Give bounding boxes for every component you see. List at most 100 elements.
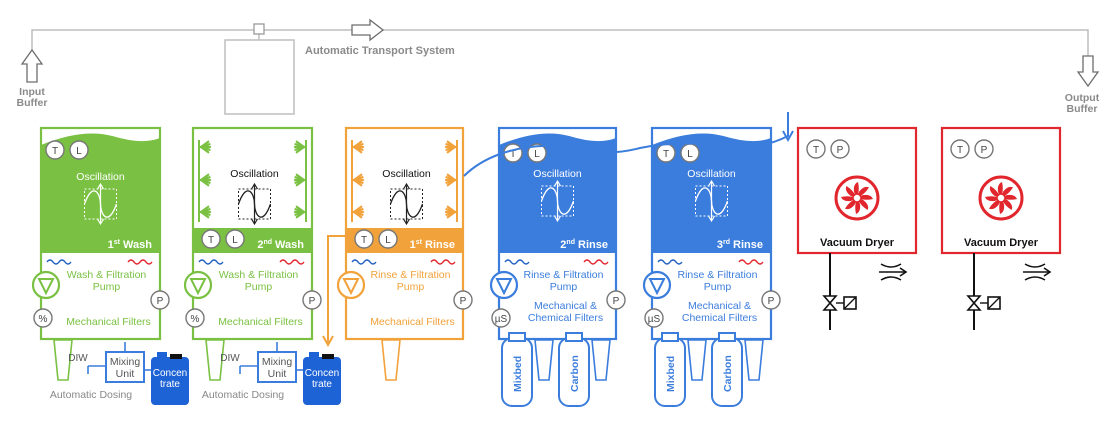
diw-label: DIW (68, 353, 88, 364)
pump-triangle (189, 278, 207, 296)
spray-jet (295, 210, 306, 219)
vent-restrictor-bottom (880, 276, 902, 281)
oscillation-caption: Oscillation (382, 168, 431, 180)
oscillation-caption: Oscillation (687, 168, 736, 180)
mixbed-label: Mixbed (512, 356, 524, 392)
temperature-sensor-circle (201, 229, 221, 249)
pump-triangle (495, 278, 513, 296)
transport-basket (224, 39, 295, 115)
filter-text: Mechanical Filters (66, 316, 151, 328)
canister-cap (309, 352, 319, 359)
pressure-sensor-label: P (981, 145, 988, 156)
vacuum-valve-icon (822, 295, 838, 311)
filter-cone (591, 339, 611, 381)
spray-jet (199, 210, 210, 219)
pump-triangle (342, 278, 360, 296)
tank-frame (650, 126, 773, 341)
diw-label: DIW (220, 353, 240, 364)
spray-jet (446, 145, 457, 154)
filter-cone (53, 339, 73, 381)
oscillation-down-arrow-icon (250, 218, 259, 226)
canister-cap (157, 352, 167, 359)
spray-jet (352, 178, 363, 187)
filter-cone (534, 339, 554, 381)
pressure-sensor-circle (974, 139, 994, 159)
carbon-cartridge: Carbon (711, 332, 743, 407)
level-sensor-circle (69, 140, 89, 160)
tank-label: 1st Rinse (410, 239, 455, 251)
pressure-gauge-label: P (309, 296, 316, 307)
mixbed-cartridge: Mixbed (654, 332, 686, 407)
tank-label: 2nd Rinse (560, 239, 608, 251)
temperature-sensor-circle (354, 229, 374, 249)
filter-text: Mechanical &Chemical Filters (682, 300, 757, 324)
heating-coil-icon (583, 259, 609, 265)
temperature-sensor-circle (45, 140, 65, 160)
heating-coil-icon (738, 259, 764, 265)
heating-coil-icon (430, 259, 456, 265)
vent-arrow-icon (899, 267, 908, 277)
oscillation-down-arrow-icon (402, 218, 411, 226)
cartridge-cap (565, 332, 583, 342)
pressure-gauge-label: P (157, 296, 164, 307)
cooling-coil-icon (198, 259, 224, 265)
transport-direction-arrow-icon (351, 18, 385, 42)
heating-coil-icon (279, 259, 305, 265)
conductivity-sensor-label: µS (495, 314, 508, 325)
transport-title: Automatic Transport System (305, 45, 455, 57)
mixbed-label: Mixbed (665, 356, 677, 392)
rinse-overflow-line (327, 235, 346, 344)
cooling-coil-icon (46, 259, 72, 265)
temperature-sensor-label: T (52, 146, 58, 157)
valve-actuator-diag (987, 296, 1001, 310)
level-sensor-label: L (687, 149, 693, 160)
fan-hub (996, 193, 1006, 203)
spray-jet (199, 145, 210, 154)
filter-text: Mechanical &Chemical Filters (528, 300, 603, 324)
output-buffer-down-arrow-icon (1076, 55, 1100, 88)
spray-jet (199, 178, 210, 187)
heating-coil-icon (127, 259, 153, 265)
vent-restrictor-top (880, 263, 902, 268)
level-sensor-circle (527, 143, 547, 163)
vacuum-valve-icon (966, 295, 982, 311)
automatic-dosing-label: Automatic Dosing (50, 389, 132, 401)
carbon-label: Carbon (722, 355, 734, 392)
temperature-sensor-label: T (957, 145, 963, 156)
carbon-cartridge: Carbon (558, 332, 590, 407)
cartridge-cap (718, 332, 736, 342)
vent-restrictor-bottom (1024, 276, 1046, 281)
mixbed-cartridge: Mixbed (501, 332, 533, 407)
oscillation-caption: Oscillation (230, 168, 279, 180)
spray-jet (295, 178, 306, 187)
carbon-label: Carbon (569, 355, 581, 392)
pressure-gauge-label: P (613, 296, 620, 307)
cooling-coil-icon (657, 259, 683, 265)
dryer-fan-icon (978, 175, 1024, 221)
tank-frame (497, 126, 618, 341)
conductivity-sensor-circle (491, 308, 511, 328)
pressure-gauge-label: P (768, 296, 775, 307)
cartridge-cap (508, 332, 526, 342)
concentration-sensor-circle (33, 308, 53, 328)
tank-label: 2nd Wash (257, 239, 304, 251)
canister-handle (322, 354, 334, 359)
oscillation-up-arrow-icon (402, 182, 411, 190)
vent-restrictor-top (1024, 263, 1046, 268)
oscillation-down-arrow-icon (96, 218, 105, 226)
valve-actuator-diag (843, 296, 857, 310)
temperature-sensor-label: T (663, 149, 669, 160)
dryer-label: Vacuum Dryer (820, 237, 895, 249)
